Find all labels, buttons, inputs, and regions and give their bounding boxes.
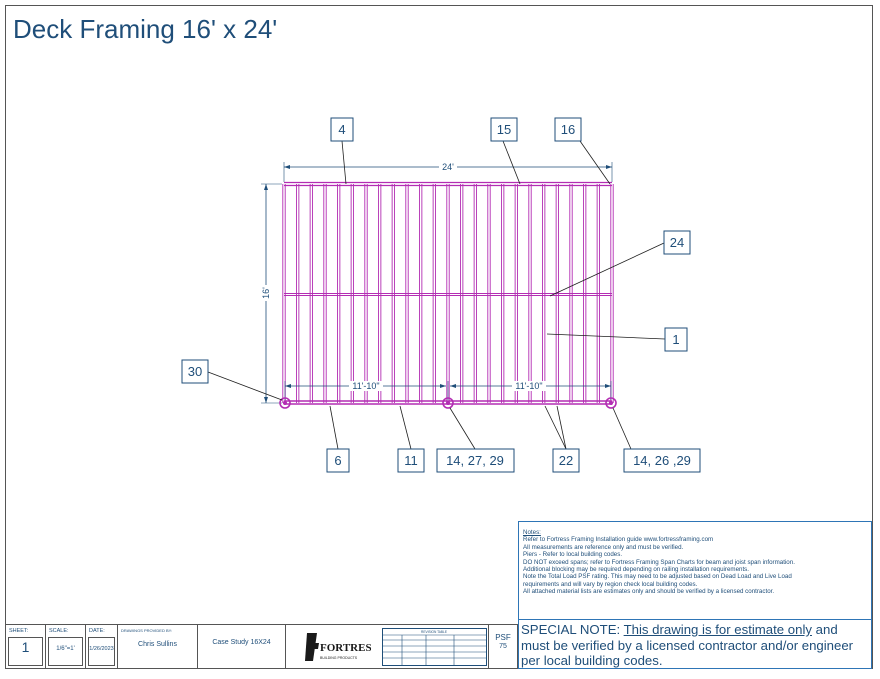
callout-11: 11 <box>397 448 425 473</box>
posts <box>279 397 617 409</box>
page-title: Deck Framing 16' x 24' <box>13 14 278 44</box>
svg-text:1: 1 <box>672 332 679 347</box>
psf-label: PSF <box>495 633 511 642</box>
note-line: Note the Total Load PSF rating. This may… <box>523 573 792 581</box>
drawn-by-label: DRAWINGS PROVIDED BY: <box>121 628 173 633</box>
special-note-rest: and must be verified by a licensed contr… <box>521 622 854 668</box>
svg-text:11: 11 <box>404 453 418 468</box>
callout-1: 1 <box>664 327 688 352</box>
width-dimension-label: 24' <box>442 162 454 172</box>
drawn-by-cell: DRAWINGS PROVIDED BY: Chris Sullins <box>118 625 198 669</box>
scale-cell: SCALE: 1/6"=1' <box>46 625 86 669</box>
callout-14-26-29: 14, 26 ,29 <box>623 448 701 473</box>
svg-text:4: 4 <box>338 122 345 137</box>
dimension-width: 24' <box>283 162 613 182</box>
revision-table: REVISION TABLE <box>382 628 487 666</box>
svg-text:30: 30 <box>188 364 202 379</box>
fortress-logo: FORTRESS BUILDING PRODUCTS <box>303 629 378 665</box>
scale-label: SCALE: <box>49 628 69 634</box>
drawn-by-value: Chris Sullins <box>138 641 177 648</box>
svg-text:16: 16 <box>561 122 575 137</box>
psf-value: 75 <box>499 643 507 650</box>
callout-6: 6 <box>326 448 350 473</box>
callout-4: 4 <box>330 117 354 142</box>
dimension-spans: 11'-10" 11'-10" <box>284 381 612 400</box>
svg-text:15: 15 <box>497 122 511 137</box>
post-right <box>605 397 617 409</box>
logo-subtext: BUILDING PRODUCTS <box>320 656 358 660</box>
callout-15: 15 <box>490 117 518 142</box>
callout-24: 24 <box>663 230 691 255</box>
sheet-label: SHEET: <box>9 628 29 634</box>
special-note-lead: SPECIAL NOTE: <box>521 622 624 637</box>
span-left-label: 11'-10" <box>352 381 379 391</box>
svg-text:6: 6 <box>334 453 341 468</box>
title-block: SHEET: 1 SCALE: 1/6"=1' DATE: 1/26/2023 … <box>6 624 518 669</box>
sheet-value: 1 <box>21 639 30 655</box>
svg-text:22: 22 <box>559 453 573 468</box>
callout-22: 22 <box>552 448 580 473</box>
dimension-height: 16' <box>261 183 282 404</box>
note-line: DO NOT exceed spans; refer to Fortress F… <box>523 558 795 566</box>
sheet-cell: SHEET: 1 <box>6 625 46 669</box>
height-dimension-label: 16' <box>261 287 271 299</box>
leader-lines <box>207 140 666 450</box>
date-value: 1/26/2023 <box>89 646 114 652</box>
drawing-frame <box>5 5 873 669</box>
notes-heading: Notes: <box>523 529 541 536</box>
callout-30: 30 <box>181 359 209 384</box>
post-left <box>279 397 291 409</box>
span-right-label: 11'-10" <box>515 381 542 391</box>
post-middle <box>442 397 454 409</box>
revision-table-title: REVISION TABLE <box>421 630 447 634</box>
note-line: requirements and will vary by region che… <box>523 580 698 588</box>
date-cell: DATE: 1/26/2023 <box>86 625 118 669</box>
date-label: DATE: <box>89 628 105 634</box>
note-line: Refer to Fortress Framing Installation g… <box>523 536 714 544</box>
note-line: All attached material lists are estimate… <box>523 588 775 596</box>
project-value: Case Study 16X24 <box>212 639 271 646</box>
special-note-underlined: This drawing is for estimate only <box>623 622 812 637</box>
scale-value: 1/6"=1' <box>56 646 75 652</box>
callout-16: 16 <box>554 117 582 142</box>
note-line: All measurements are reference only and … <box>523 543 684 551</box>
logo-text: FORTRESS <box>320 642 371 654</box>
svg-text:14, 27, 29: 14, 27, 29 <box>446 453 504 468</box>
note-line: Additional blocking may be required depe… <box>523 566 749 574</box>
svg-text:14, 26 ,29: 14, 26 ,29 <box>633 453 691 468</box>
frame-outline <box>284 181 612 405</box>
special-note: SPECIAL NOTE: This drawing is for estima… <box>518 620 872 669</box>
callout-14-27-29: 14, 27, 29 <box>436 448 515 473</box>
psf-cell: PSF 75 <box>488 625 518 669</box>
project-cell: Case Study 16X24 <box>198 625 286 669</box>
note-line: Piers - Refer to local building codes. <box>523 551 623 559</box>
svg-text:24: 24 <box>670 235 684 250</box>
notes-panel: Notes: Refer to Fortress Framing Install… <box>518 521 872 620</box>
